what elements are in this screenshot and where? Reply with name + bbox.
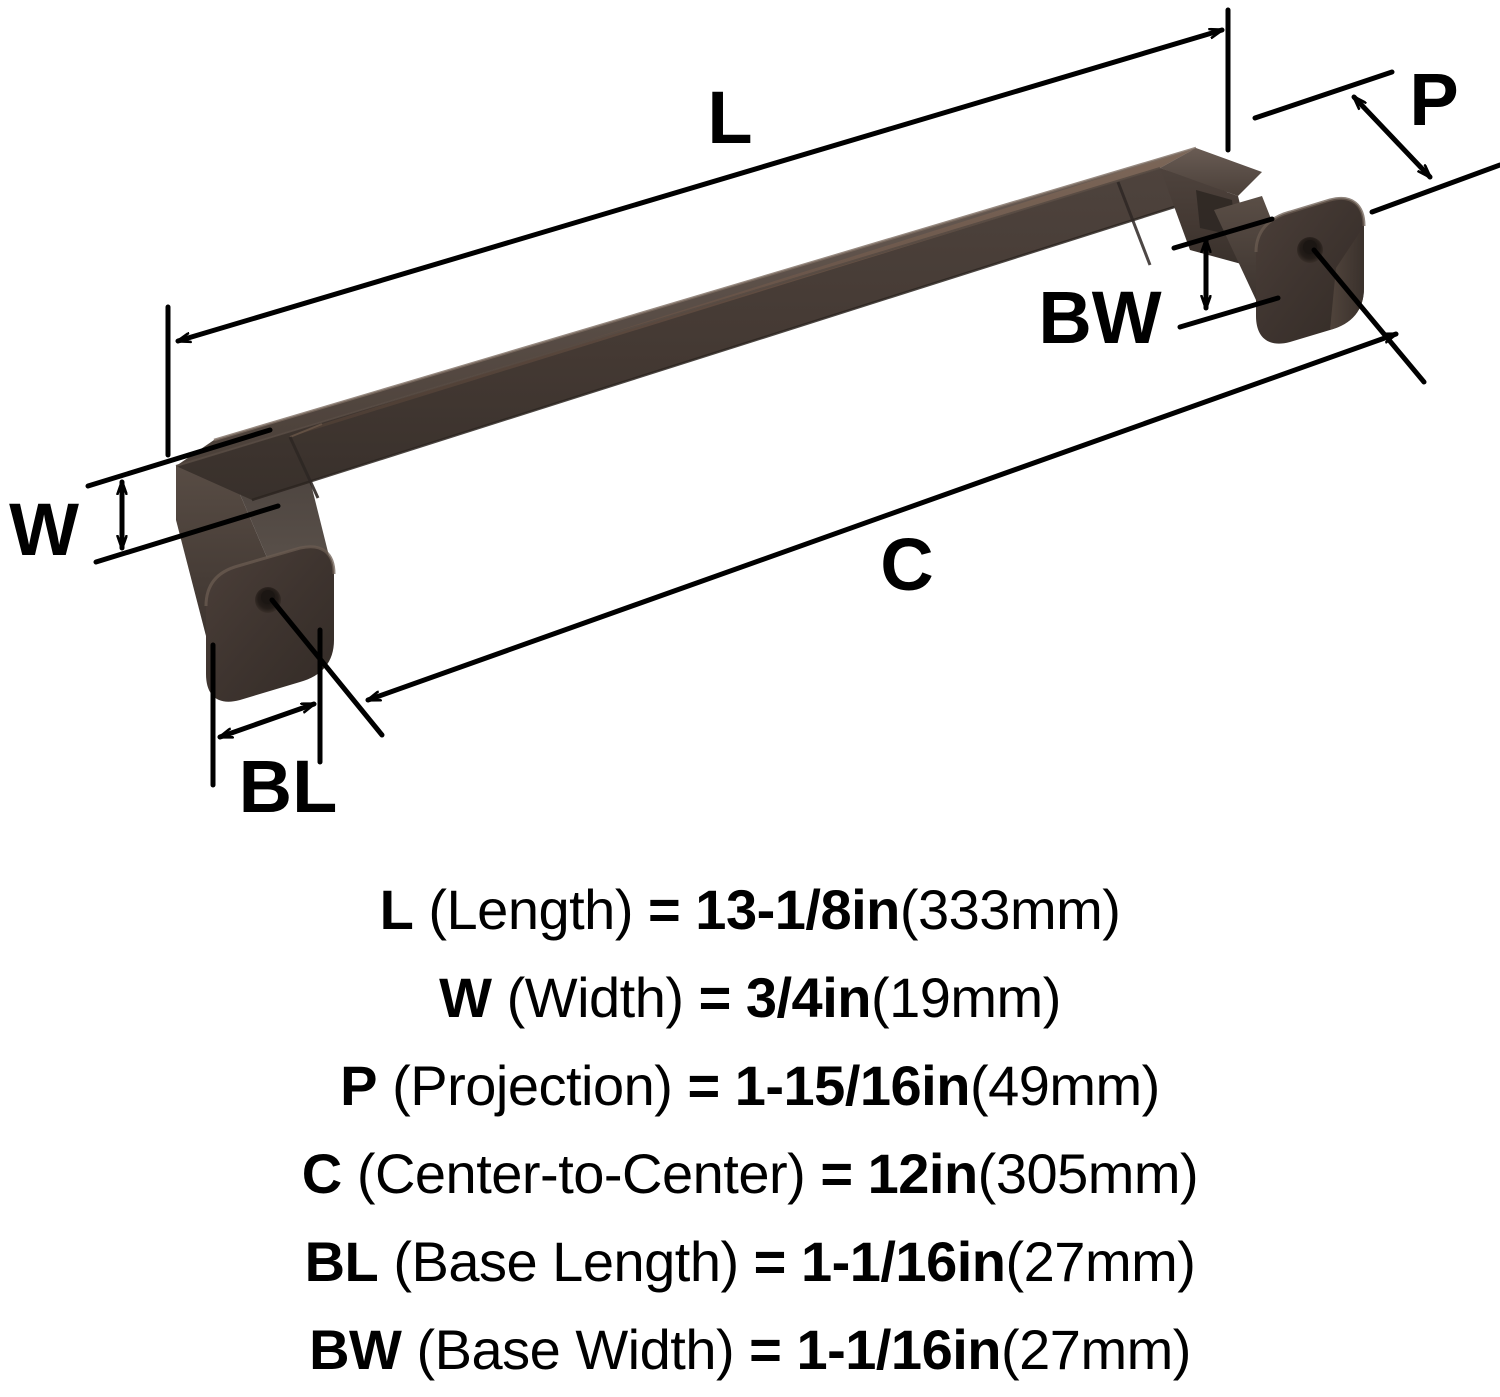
length-dimension-line bbox=[175, 27, 1225, 344]
dimension-base-width bbox=[1171, 216, 1281, 330]
spec-value-base-width: 1-1/16in bbox=[796, 1318, 1001, 1381]
right-post-rim-highlight bbox=[1254, 197, 1366, 253]
spec-key-width: W bbox=[439, 966, 492, 1029]
width-extension-lower bbox=[93, 503, 281, 565]
dimension-spec-list: L (Length) = 13-1/8in(333mm) W (Width) =… bbox=[0, 862, 1500, 1397]
spec-value-length: 13-1/8in bbox=[695, 878, 900, 941]
base-width-extension-upper bbox=[1171, 216, 1275, 251]
width-extension-upper bbox=[85, 427, 273, 489]
center-dimension-line bbox=[365, 331, 1399, 703]
left-post-base bbox=[206, 546, 334, 702]
spec-metric-center-to-center: (305mm) bbox=[977, 1142, 1199, 1205]
spec-name-width: (Width) bbox=[506, 966, 684, 1029]
left-post-rim-highlight bbox=[204, 545, 336, 607]
spec-value-base-length: 1-1/16in bbox=[800, 1230, 1006, 1293]
spec-metric-length: (333mm) bbox=[899, 878, 1121, 941]
spec-line-center-to-center: C (Center-to-Center) = 12in(305mm) bbox=[0, 1130, 1500, 1218]
spec-metric-projection: (49mm) bbox=[969, 1054, 1160, 1117]
projection-extension-lower bbox=[1369, 162, 1500, 215]
base-width-extension-lower bbox=[1177, 295, 1281, 330]
spec-value-center-to-center: 12in bbox=[867, 1142, 979, 1205]
projection-dimension-line bbox=[1351, 94, 1433, 180]
dimension-length bbox=[165, 7, 1231, 458]
spec-line-length: L (Length) = 13-1/8in(333mm) bbox=[0, 866, 1500, 954]
base-length-dimension-line bbox=[217, 701, 317, 740]
center-to-center-label: C bbox=[880, 523, 933, 606]
spec-eq-length: = bbox=[648, 878, 681, 941]
spec-eq-projection: = bbox=[687, 1054, 720, 1117]
grip-bar-left-seam bbox=[288, 436, 320, 499]
right-mounting-post bbox=[1254, 197, 1366, 344]
projection-extension-upper bbox=[1252, 69, 1395, 121]
spec-name-base-length: (Base Length) bbox=[393, 1230, 739, 1293]
spec-name-length: (Length) bbox=[428, 878, 633, 941]
spec-eq-center-to-center: = bbox=[820, 1142, 853, 1205]
spec-key-base-width: BW bbox=[309, 1318, 402, 1381]
dimension-width bbox=[85, 427, 281, 565]
spec-eq-base-length: = bbox=[753, 1230, 787, 1293]
length-label: L bbox=[707, 76, 752, 159]
spec-line-base-width: BW (Base Width) = 1-1/16in(27mm) bbox=[0, 1306, 1500, 1394]
spec-line-projection: P (Projection) = 1-15/16in(49mm) bbox=[0, 1042, 1500, 1130]
spec-name-base-width: (Base Width) bbox=[416, 1318, 735, 1381]
dimension-base-length bbox=[210, 627, 323, 788]
center-leader-left bbox=[269, 597, 385, 738]
width-label: W bbox=[9, 488, 79, 571]
spec-name-center-to-center: (Center-to-Center) bbox=[356, 1142, 806, 1205]
product-dimension-diagram: L P BW bbox=[9, 7, 1500, 828]
projection-label: P bbox=[1409, 58, 1458, 141]
spec-value-projection: 1-15/16in bbox=[734, 1054, 971, 1117]
base-width-label: BW bbox=[1038, 276, 1161, 359]
spec-key-length: L bbox=[379, 878, 414, 941]
spec-name-projection: (Projection) bbox=[392, 1054, 673, 1117]
spec-value-width: 3/4in bbox=[745, 966, 872, 1029]
spec-key-projection: P bbox=[340, 1054, 378, 1117]
spec-key-center-to-center: C bbox=[301, 1142, 342, 1205]
spec-eq-width: = bbox=[698, 966, 732, 1029]
spec-line-width: W (Width) = 3/4in(19mm) bbox=[0, 954, 1500, 1042]
dimension-center-to-center bbox=[269, 247, 1427, 738]
base-length-label: BL bbox=[239, 745, 338, 828]
spec-metric-base-length: (27mm) bbox=[1005, 1230, 1196, 1293]
dimension-projection bbox=[1252, 69, 1500, 215]
spec-line-base-length: BL (Base Length) = 1-1/16in(27mm) bbox=[0, 1218, 1500, 1306]
right-post-side-face bbox=[1330, 226, 1364, 330]
grip-bar-left-seam-top bbox=[289, 423, 323, 438]
spec-eq-base-width: = bbox=[749, 1318, 782, 1381]
spec-key-base-length: BL bbox=[304, 1230, 379, 1293]
spec-metric-width: (19mm) bbox=[870, 966, 1061, 1029]
spec-metric-base-width: (27mm) bbox=[1001, 1318, 1191, 1381]
center-leader-right bbox=[1311, 247, 1427, 385]
